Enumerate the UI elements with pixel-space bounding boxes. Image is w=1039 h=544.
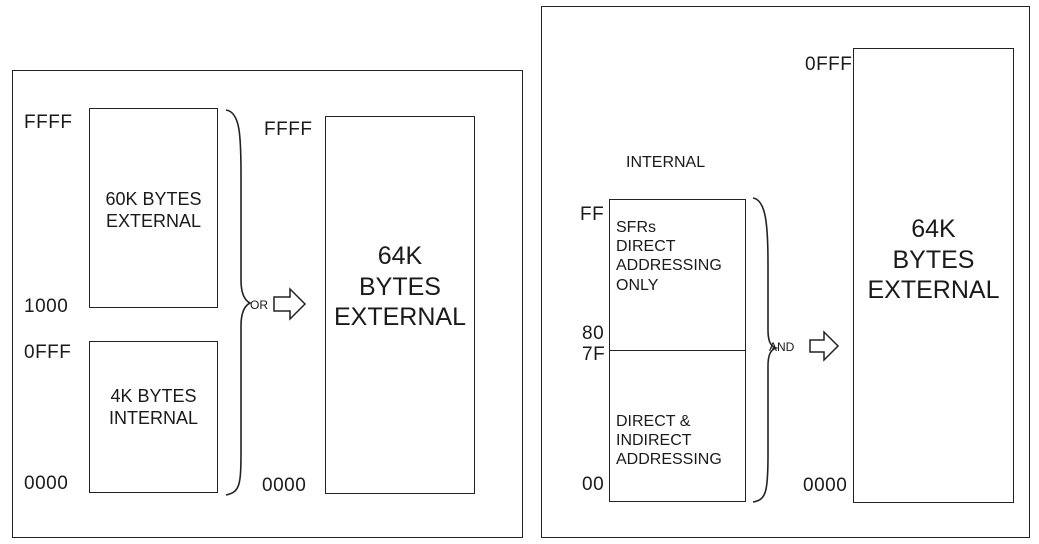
internal-4k-block: 4K BYTES INTERNAL	[89, 341, 218, 493]
right-result-line3: EXTERNAL	[854, 275, 1013, 306]
right-result-line1: 64K	[854, 214, 1013, 245]
left-result-line3: EXTERNAL	[326, 302, 474, 333]
sfr-line2: DIRECT	[616, 237, 722, 256]
right-result-address-0fff: 0FFF	[805, 55, 852, 74]
internal-ram-divider	[610, 350, 745, 351]
external-60k-line2: EXTERNAL	[90, 211, 217, 233]
direct-indirect-line2: INDIRECT	[616, 431, 722, 450]
external-60k-block: 60K BYTES EXTERNAL	[89, 108, 218, 308]
left-or-label: OR	[250, 299, 268, 311]
internal-ram-block: SFRs DIRECT ADDRESSING ONLY DIRECT & IND…	[609, 199, 746, 502]
sfr-line4: ONLY	[616, 276, 722, 295]
left-address-0fff: 0FFF	[24, 343, 71, 362]
right-address-ff: FF	[580, 205, 604, 224]
right-result-line2: BYTES	[854, 245, 1013, 276]
external-60k-line1: 60K BYTES	[90, 189, 217, 211]
left-address-0000: 0000	[24, 474, 68, 493]
left-address-1000: 1000	[24, 297, 68, 316]
left-result-address-ffff: FFFF	[264, 120, 312, 139]
right-and-label: AND	[769, 341, 794, 353]
right-result-address-0000: 0000	[803, 476, 847, 495]
left-address-ffff: FFFF	[24, 113, 72, 132]
right-address-80: 80	[582, 324, 604, 343]
right-result-64k-block: 64K BYTES EXTERNAL	[853, 48, 1014, 503]
internal-4k-line2: INTERNAL	[90, 408, 217, 430]
left-result-address-0000: 0000	[262, 476, 306, 495]
left-result-64k-block: 64K BYTES EXTERNAL	[325, 116, 475, 494]
direct-indirect-line3: ADDRESSING	[616, 450, 722, 469]
sfr-line3: ADDRESSING	[616, 256, 722, 275]
left-result-line1: 64K	[326, 241, 474, 272]
right-address-7f: 7F	[582, 345, 605, 364]
internal-4k-line1: 4K BYTES	[90, 386, 217, 408]
right-address-00: 00	[582, 475, 604, 494]
left-result-line2: BYTES	[326, 272, 474, 303]
internal-title: INTERNAL	[626, 155, 705, 171]
sfr-line1: SFRs	[616, 218, 722, 237]
direct-indirect-line1: DIRECT &	[616, 412, 722, 431]
